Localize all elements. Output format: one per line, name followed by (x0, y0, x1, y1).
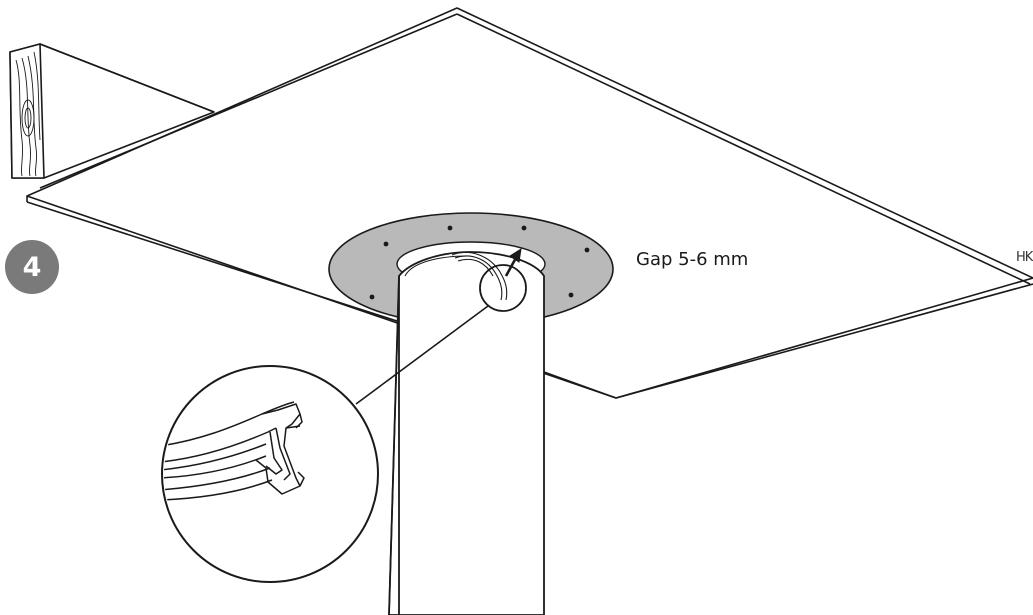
wood-grain (15, 51, 41, 177)
wooden-beam (9, 43, 215, 179)
column-pipe (388, 251, 545, 615)
gap-annotation-label: Gap 5-6 mm (636, 249, 749, 270)
seal-profile-detail-icon (161, 365, 379, 583)
detail-leader-line (355, 305, 489, 405)
detail-callout-circle (479, 264, 527, 312)
step-number-text: 4 (22, 251, 42, 283)
seal-strip (451, 251, 508, 301)
step-number-badge: 4 (5, 240, 59, 294)
corner-mark: HK (1016, 250, 1033, 265)
